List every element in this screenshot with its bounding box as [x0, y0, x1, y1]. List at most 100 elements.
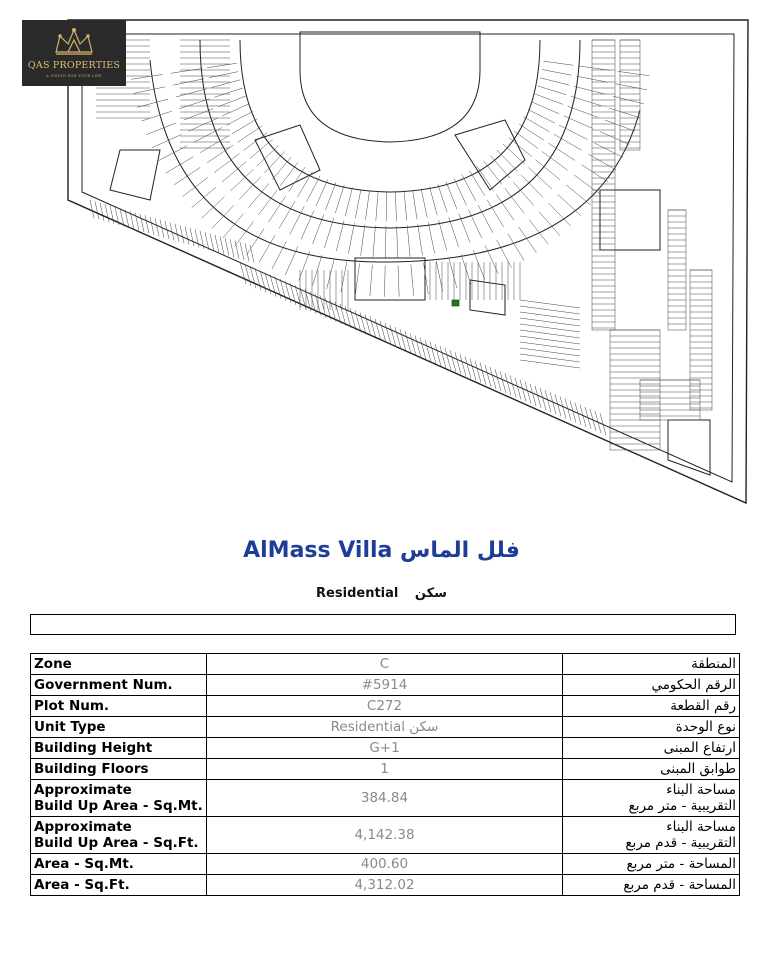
lot-line: [258, 235, 276, 263]
lot-line: [461, 174, 476, 201]
logo-brand-name: QAS PROPERTIES: [27, 60, 121, 71]
lot-line: [182, 177, 208, 197]
crown-icon: [55, 27, 93, 55]
row-value: 400.60: [206, 853, 563, 875]
lot-line: [507, 233, 525, 261]
lot-line: [453, 178, 467, 206]
lot-line: [89, 199, 95, 219]
lot-line: [336, 220, 345, 252]
lot-line: [519, 299, 581, 309]
lot-line: [496, 239, 512, 268]
lot-line: [219, 236, 225, 255]
lot-line: [528, 219, 549, 245]
lot-line: [289, 206, 305, 235]
lot-line: [249, 244, 255, 263]
lot-line: [527, 109, 555, 124]
row-value: 4,312.02: [206, 874, 563, 896]
lot-line: [474, 360, 482, 383]
row-label-ar-line: المساحة - متر مربع: [626, 856, 736, 872]
lot-line: [243, 132, 268, 151]
lot-line: [326, 258, 335, 290]
lot-line: [339, 303, 347, 327]
lot-line: [448, 217, 459, 247]
lot-line: [567, 105, 598, 118]
lot-line: [146, 122, 177, 135]
row-label-ar-line: الرقم الحكومي: [651, 677, 736, 693]
lot-line: [183, 108, 214, 121]
lot-line: [324, 217, 335, 248]
lot-line: [99, 202, 105, 221]
lot-line: [201, 196, 225, 219]
lot-line: [436, 260, 443, 292]
unit-category-ar: سكن: [414, 586, 447, 601]
lot-line: [504, 373, 512, 396]
row-label-en-line: Build Up Area - Sq.Mt.: [34, 798, 203, 814]
lot-line: [209, 233, 215, 252]
lot-line: [519, 317, 581, 327]
row-value: C: [206, 653, 563, 675]
lot-line: [429, 186, 438, 216]
lot-line: [229, 239, 235, 258]
lot-line: [278, 201, 296, 229]
lot-line: [389, 324, 397, 348]
lot-line: [359, 312, 367, 335]
lot-line: [566, 184, 591, 206]
lot-line: [579, 404, 587, 427]
lot-line: [396, 226, 398, 258]
lot-line: [494, 369, 502, 392]
lot-line: [569, 400, 577, 423]
lot-line: [513, 130, 539, 149]
lot-line: [464, 356, 472, 379]
lot-line: [502, 143, 526, 165]
lot-line: [375, 191, 379, 221]
lot-line: [406, 225, 411, 257]
ring-road-1: [239, 39, 541, 193]
lot-line: [179, 98, 210, 109]
lot-line: [355, 263, 360, 295]
lot-line: [189, 227, 195, 247]
lot-line: [615, 83, 648, 91]
lot-line: [344, 306, 352, 329]
lot-line: [438, 219, 447, 251]
logo-tagline: A VISION FOR YOUR LIFE: [46, 74, 102, 78]
lot-line: [319, 295, 327, 318]
open-plot-left: [109, 149, 161, 201]
lot-line: [594, 411, 602, 434]
lot-line: [404, 331, 412, 354]
lot-line: [246, 228, 265, 255]
lot-line: [234, 240, 240, 259]
lot-line: [264, 272, 272, 295]
lot-line: [164, 220, 170, 240]
lot-line: [519, 341, 581, 351]
lot-line: [434, 343, 442, 366]
lot-line: [427, 222, 435, 254]
lot-line: [540, 77, 570, 86]
plan-inner-road: [81, 33, 735, 483]
lot-line: [230, 169, 254, 192]
lot-line: [238, 176, 262, 200]
lot-line: [254, 268, 262, 291]
lot-line: [349, 308, 357, 331]
lot-line: [237, 125, 263, 143]
row-label-ar: المساحة - قدم مربع: [562, 874, 740, 896]
lot-line: [289, 282, 297, 306]
lot-line: [214, 87, 244, 98]
lot-line: [417, 224, 423, 256]
lot-line: [617, 71, 650, 76]
lot-line: [226, 111, 254, 126]
lot-line: [454, 352, 462, 375]
lot-line: [479, 362, 487, 385]
lot-line: [274, 276, 282, 299]
lot-line: [139, 213, 145, 233]
lot-line: [519, 347, 581, 357]
lot-line: [131, 74, 163, 80]
lot-line: [444, 348, 452, 371]
lot-line: [543, 60, 574, 66]
lot-line: [173, 167, 201, 186]
lot-line: [211, 79, 241, 88]
lot-line: [548, 203, 571, 227]
